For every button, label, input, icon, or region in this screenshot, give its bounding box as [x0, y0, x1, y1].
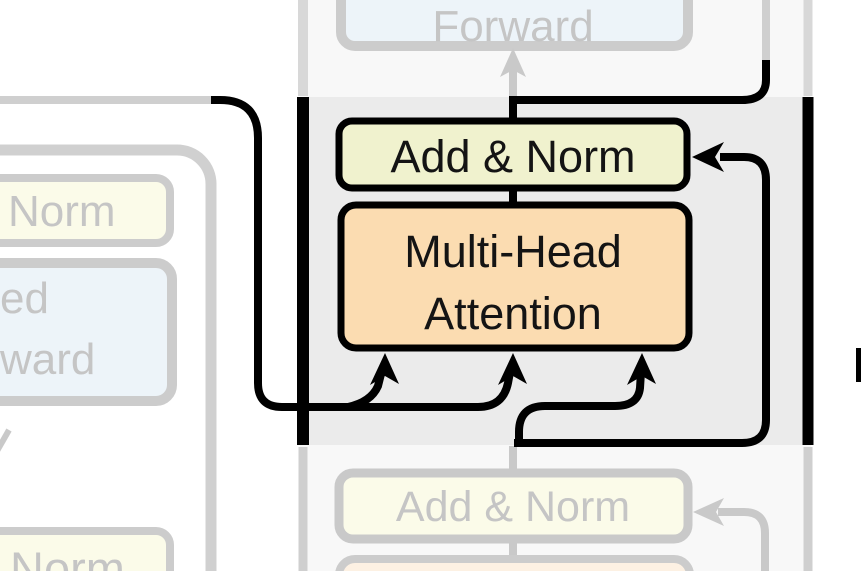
query-arrow-line — [515, 371, 645, 447]
value-arrowhead — [370, 353, 399, 385]
faded-up-arrowhead — [500, 48, 526, 77]
multi-head-attention-label-line2: Attention — [424, 288, 602, 339]
faded-encoder-add-norm-label: Norm — [8, 187, 116, 236]
faded-encoder-feed-forward-label-line2: ward — [0, 335, 95, 384]
faded-arrow-fragment — [0, 428, 12, 452]
faded-encoder-add-norm-box — [0, 174, 174, 247]
multi-head-attention-box — [337, 201, 693, 352]
faded-bottom-residual-arrowhead — [693, 498, 724, 526]
faded-encoder-container — [0, 144, 217, 571]
feed-forward-residual-line — [513, 60, 770, 104]
faded-encoder-feed-forward-label-line1: ed — [0, 274, 49, 323]
residual-line — [514, 153, 770, 447]
encoder-output-line — [211, 96, 515, 411]
faded-masked-attention-box-top — [335, 555, 694, 571]
faded-encoder-bottom-norm-box — [0, 527, 174, 571]
add-norm-box — [335, 117, 691, 192]
key-arrowhead — [498, 353, 527, 385]
faded-feed-forward-label: Forward — [432, 2, 593, 51]
faded-bottom-add-norm-label: Add & Norm — [396, 483, 630, 531]
residual-arrowhead — [692, 142, 724, 172]
faded-encoder-bottom-norm-label: Norm — [10, 542, 125, 571]
faded-encoder-feed-forward-box — [0, 258, 177, 406]
value-arrow-line — [347, 369, 386, 411]
faded-bottom-residual-line — [718, 508, 769, 571]
n-times-label-fragment — [856, 348, 861, 382]
query-arrowhead — [627, 353, 656, 385]
add-norm-label: Add & Norm — [390, 131, 635, 182]
multi-head-attention-label-line1: Multi-Head — [404, 226, 622, 277]
faded-feed-forward-box — [336, 0, 693, 51]
